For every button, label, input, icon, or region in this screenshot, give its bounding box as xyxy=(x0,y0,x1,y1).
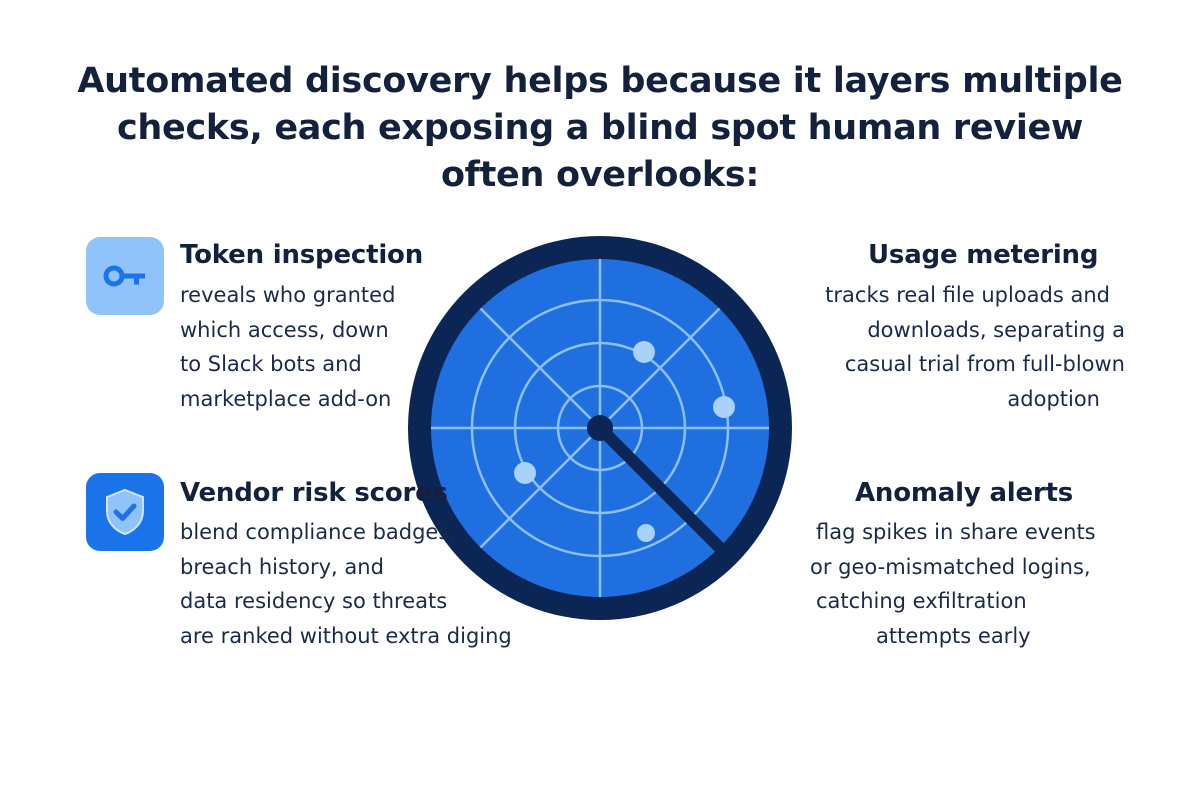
usage-description-line: casual trial from full-blown xyxy=(844,352,1125,376)
radar-blip xyxy=(713,396,735,418)
anomaly-description-line: catching exfiltration xyxy=(816,589,1027,613)
token-description-line: reveals who granted xyxy=(180,283,396,307)
radar-blip xyxy=(633,341,655,363)
token-inspection-description: reveals who granted which access, down t… xyxy=(180,278,395,416)
usage-description-line: tracks real file uploads and xyxy=(825,283,1110,307)
anomaly-alerts-title: Anomaly alerts xyxy=(855,478,1074,508)
radar-sweep-arm xyxy=(595,423,725,553)
token-description-line: which access, down xyxy=(180,317,389,342)
anomaly-description-line: flag spikes in share events xyxy=(816,520,1096,544)
usage-metering-description: tracks real file uploads and downloads, … xyxy=(825,278,1125,416)
radar-center xyxy=(587,415,613,441)
vendor-description-line: blend compliance badges, xyxy=(180,520,456,544)
usage-metering-title: Usage metering xyxy=(868,240,1099,270)
token-description-line: to Slack bots and xyxy=(180,352,362,376)
headline-line-2: checks, each exposing a blind spot human… xyxy=(116,108,1083,148)
key-icon xyxy=(103,265,145,287)
radar-blip xyxy=(637,524,655,542)
vendor-description-line: are ranked without extra diging xyxy=(180,623,512,648)
anomaly-alerts-description: flag spikes in share events or geo-misma… xyxy=(810,515,1110,653)
key-icon-tile xyxy=(86,237,164,315)
headline-line-3: often overlooks: xyxy=(440,155,760,195)
anomaly-description-line: attempts early xyxy=(876,623,1031,648)
radar-blip xyxy=(514,462,536,484)
usage-description-line: adoption xyxy=(1007,386,1100,411)
vendor-description-line: data residency so threats xyxy=(180,589,448,613)
vendor-risk-scores-title: Vendor risk scores xyxy=(180,478,448,508)
headline: Automated discovery helps because it lay… xyxy=(60,58,1140,199)
shield-icon-tile xyxy=(86,473,164,551)
anomaly-description-line: or geo-mismatched logins, xyxy=(810,554,1091,579)
token-description-line: marketplace add-on xyxy=(180,386,392,411)
headline-line-1: Automated discovery helps because it lay… xyxy=(77,61,1123,101)
shield-check-icon xyxy=(106,488,144,536)
vendor-description-line: breach history, and xyxy=(180,554,384,579)
vendor-risk-scores-description: blend compliance badges, breach history,… xyxy=(180,515,512,653)
usage-description-line: downloads, separating a xyxy=(867,317,1125,342)
token-inspection-title: Token inspection xyxy=(180,240,424,270)
radar-icon xyxy=(408,236,792,620)
